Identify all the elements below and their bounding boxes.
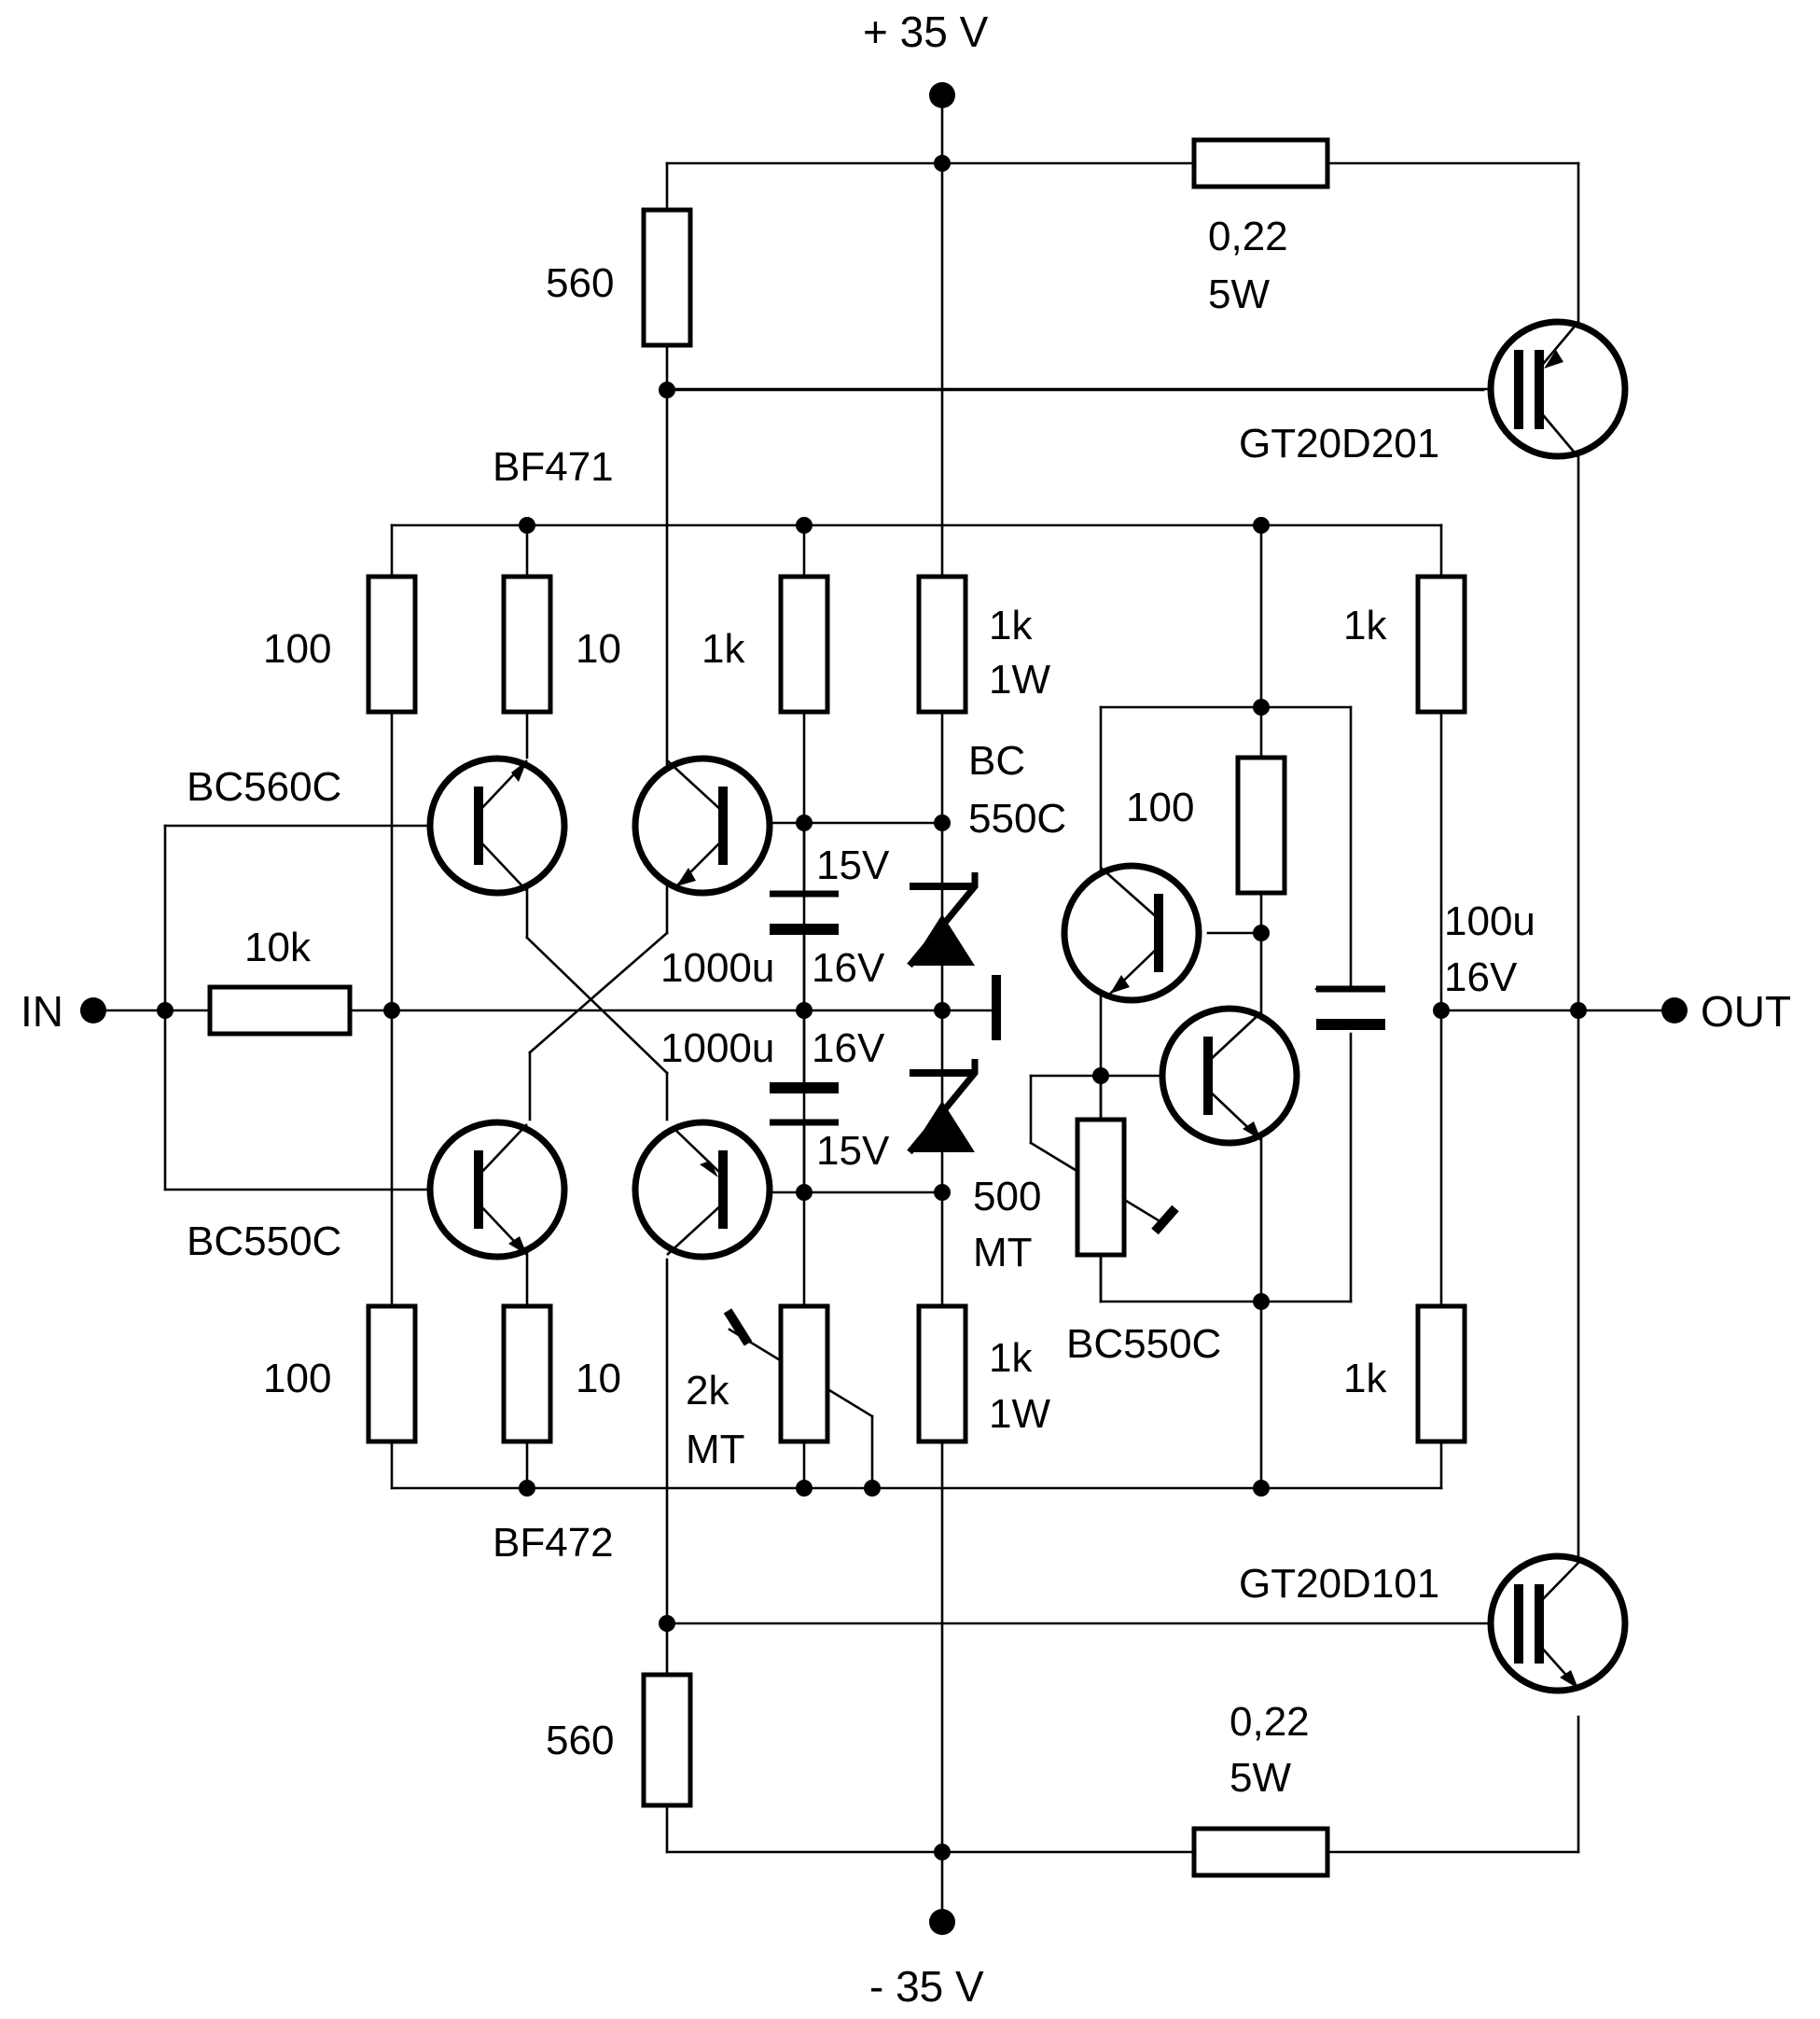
transistor-bc550c-driver-label-1: BC [968,738,1025,784]
resistor-100-bottom-label: 100 [263,1356,331,1401]
resistor-100-top [366,574,418,715]
transistors [426,318,1629,1694]
supply-positive-label: + 35 V [863,7,989,56]
resistor-1k-1w-top-power: 1W [989,657,1050,703]
resistor-1k-1w-top-value: 1k [989,603,1033,648]
output-label: OUT [1701,987,1791,1036]
resistor-10k [207,984,353,1037]
resistor-1k-right-bottom [1415,1303,1467,1444]
resistor-1k-top-label: 1k [702,626,745,672]
resistor-100-mid [1235,755,1287,896]
resistor-10k-label: 10k [244,925,312,970]
transistor-bc550c-bias-icon [1159,1005,1300,1147]
resistor-560-top-label: 560 [546,260,614,306]
resistor-1k-1w-top [916,574,968,715]
resistor-1k-right-bottom-label: 1k [1343,1356,1387,1401]
capacitor-right-value: 100u [1444,898,1535,944]
resistor-100-bottom [366,1303,418,1444]
resistor-022-bottom-power: 5W [1230,1755,1291,1801]
resistor-022-bottom [1191,1826,1330,1878]
capacitor-top-voltage: 16V [812,945,885,991]
capacitor-top-plate-2 [770,924,839,935]
zener-top-icon [910,914,975,966]
supply-negative-label: - 35 V [869,1962,984,2011]
transistor-bc550c-left-icon [426,1119,568,1260]
resistor-560-top [641,207,693,348]
capacitor-bottom-voltage: 16V [812,1025,885,1071]
resistor-1k-top [778,574,830,715]
zener-bottom-label: 15V [816,1128,890,1174]
transistor-bc560c-icon [426,755,568,897]
transistor-gt20d101-icon [1487,1553,1629,1694]
resistor-022-top-power: 5W [1208,272,1270,317]
resistor-10-top-label: 10 [576,626,621,672]
potentiometer-2k-type: MT [686,1427,745,1472]
input-terminal [80,997,106,1023]
supply-negative-terminal [929,1909,955,1935]
transistor-bc550c-left-label: BC550C [187,1218,341,1264]
transistor-gt20d201-icon [1487,318,1629,460]
resistor-1k-1w-bottom-power: 1W [989,1391,1050,1437]
potentiometer-500-wiper-icon [1151,1204,1179,1235]
resistor-1k-1w-bottom [916,1303,968,1444]
transistor-bc550c-bias-label: BC550C [1066,1321,1221,1367]
potentiometer-2k [778,1303,830,1444]
potentiometer-2k-wiper-icon [723,1308,753,1346]
resistor-10-bottom [501,1303,553,1444]
junction-dots [157,155,1587,1860]
capacitor-right-plate-2 [1316,1019,1385,1030]
capacitors [770,890,1385,1126]
potentiometer-500-type: MT [973,1230,1033,1275]
resistor-10-bottom-label: 10 [576,1356,621,1401]
zener-top-label: 15V [816,842,890,888]
capacitor-right-voltage: 16V [1444,954,1518,1000]
resistor-022-bottom-value: 0,22 [1230,1699,1310,1745]
capacitor-bottom-value: 1000u [660,1025,774,1071]
resistors [207,137,1467,1878]
zener-bottom-icon [910,1101,975,1152]
transistor-bf472-label: BF472 [493,1520,614,1566]
transistor-bf471-label: BF471 [493,444,614,490]
transistor-bias-upper-icon [1061,862,1202,1004]
resistor-560-bottom [641,1672,693,1808]
resistor-1k-right-top [1415,574,1467,715]
labels: + 35 V - 35 V IN OUT 560 0,22 5W GT20D20… [21,7,1791,2011]
capacitor-bottom-plate-1 [770,1082,839,1093]
input-label: IN [21,987,63,1036]
resistor-022-top [1191,137,1330,189]
capacitor-top-value: 1000u [660,945,774,991]
resistor-1k-1w-bottom-value: 1k [989,1335,1033,1381]
transistor-gt20d201-label: GT20D201 [1239,421,1439,466]
resistor-100-mid-label: 100 [1126,785,1194,830]
transistor-bc550c-driver-label-2: 550C [968,796,1066,842]
resistor-10-top [501,574,553,715]
transistor-bc560c-label: BC560C [187,764,341,810]
output-terminal [1661,997,1688,1023]
supply-positive-terminal [929,82,955,108]
resistor-100-top-label: 100 [263,626,331,672]
potentiometer-2k-value: 2k [686,1368,729,1413]
potentiometer-500-value: 500 [973,1174,1041,1219]
transistor-bf472-icon [632,1119,773,1260]
resistor-022-top-value: 0,22 [1208,214,1288,259]
zener-diodes [907,872,1001,1155]
potentiometer-500 [1075,1117,1127,1258]
transistor-gt20d101-label: GT20D101 [1239,1561,1439,1607]
transistor-bf471-icon [632,755,773,897]
resistor-560-bottom-label: 560 [546,1718,614,1763]
resistor-1k-right-top-label: 1k [1343,603,1387,648]
